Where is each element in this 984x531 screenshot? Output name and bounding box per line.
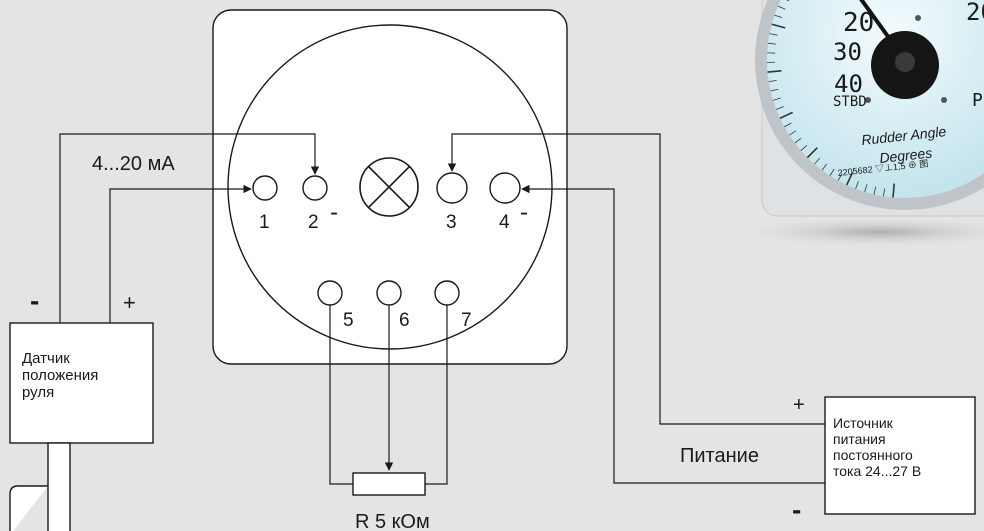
- terminal-6-label: 6: [399, 310, 410, 331]
- sensor-label: Датчик положения руля: [22, 350, 99, 401]
- terminal-2: [302, 175, 328, 201]
- terminal-3: [436, 172, 468, 204]
- gauge-tick: [892, 183, 895, 198]
- terminal-2-minus: -: [330, 199, 338, 226]
- gauge-tick: [814, 157, 821, 165]
- terminal-5: [317, 280, 343, 306]
- gauge-tick: [789, 130, 797, 136]
- sensor-shaft: [47, 442, 71, 531]
- gauge-tick: [864, 184, 868, 193]
- terminal-4-minus: -: [520, 199, 528, 226]
- source-plus-sign: +: [793, 394, 805, 416]
- gauge-tick: [767, 42, 777, 45]
- gauge-tick: [806, 147, 818, 159]
- gauge-hub-screw: [895, 52, 915, 72]
- terminal-7-label: 7: [461, 310, 472, 331]
- resistor-label: R 5 кОм: [355, 511, 430, 531]
- wire-5-to-resistor: [329, 305, 353, 485]
- gauge-tick: [769, 33, 778, 36]
- terminal-6: [376, 280, 402, 306]
- terminal-1-label: 1: [259, 212, 270, 233]
- gauge-scale-stbd: STBD: [833, 94, 867, 110]
- terminal-7: [434, 280, 460, 306]
- gauge-photo: 20 30 40 STBD 20 P Rudder Angle Degrees …: [730, 0, 984, 248]
- gauge-dot: [941, 97, 947, 103]
- gauge-tick: [767, 70, 782, 73]
- gauge-tick: [776, 106, 784, 110]
- wire-sensor-minus-to-2: [59, 133, 320, 323]
- terminals: [252, 172, 521, 306]
- gauge-scale-40: 40: [834, 70, 863, 98]
- wire-sensor-plus-to-1: [109, 184, 252, 323]
- rudder-sensor: [9, 322, 154, 531]
- power-source-box: [824, 396, 976, 515]
- gauge-tick: [779, 111, 793, 120]
- sensor-minus-sign: -: [30, 285, 39, 316]
- resistor: [352, 472, 426, 496]
- wire-source-plus-to-3: [447, 133, 825, 425]
- power-source-label: Источник питания постоянного тока 24...2…: [833, 415, 922, 479]
- gauge-scale-20-port: 20: [966, 0, 984, 26]
- gauge-tick: [786, 0, 790, 2]
- gauge-dot: [865, 97, 871, 103]
- gauge-tick: [821, 163, 828, 171]
- gauge-tick: [772, 97, 781, 101]
- gauge-tick: [855, 181, 859, 189]
- gauge-tick: [774, 14, 783, 19]
- terminal-3-label: 3: [446, 212, 457, 233]
- gauge-title-line2: Degrees: [879, 145, 933, 166]
- power-label: Питание: [680, 445, 759, 467]
- indicator-lamp: [359, 157, 419, 217]
- gauge-tick: [829, 168, 835, 176]
- sensor-box: [9, 322, 154, 444]
- gauge-tick: [784, 122, 792, 128]
- wire-source-minus-to-4: [521, 184, 825, 484]
- terminal-1: [252, 175, 278, 201]
- gauge-scale-port: P: [972, 90, 983, 111]
- gauge-tick: [794, 137, 802, 144]
- wire-7-to-resistor: [425, 305, 448, 485]
- gauge-tick: [770, 88, 779, 92]
- lamp-cross-2: [367, 165, 411, 209]
- gauge-tick: [777, 5, 786, 10]
- gauge-tick: [845, 172, 854, 186]
- terminal-4: [489, 172, 521, 204]
- terminal-4-label: 4: [499, 212, 510, 233]
- gauge-tick: [800, 144, 808, 151]
- gauge-tick: [883, 188, 886, 197]
- gauge-scale-ticks: [767, 0, 895, 198]
- sensor-plus-sign: +: [123, 290, 136, 315]
- gauge-shadow: [730, 216, 984, 248]
- current-label: 4...20 мА: [92, 153, 175, 175]
- source-minus-sign: -: [792, 494, 801, 525]
- gauge-dot: [915, 15, 921, 21]
- gauge-scale-30: 30: [833, 38, 862, 66]
- gauge-scale-20: 20: [843, 8, 874, 38]
- terminal-circle: [227, 24, 553, 350]
- gauge-tick: [873, 186, 877, 195]
- terminal-2-label: 2: [308, 212, 319, 233]
- terminal-5-label: 5: [343, 310, 354, 331]
- gauge-tick: [837, 173, 843, 181]
- gauge-tick: [768, 79, 777, 82]
- sensor-lever: [9, 485, 48, 531]
- gauge-tick: [771, 23, 786, 29]
